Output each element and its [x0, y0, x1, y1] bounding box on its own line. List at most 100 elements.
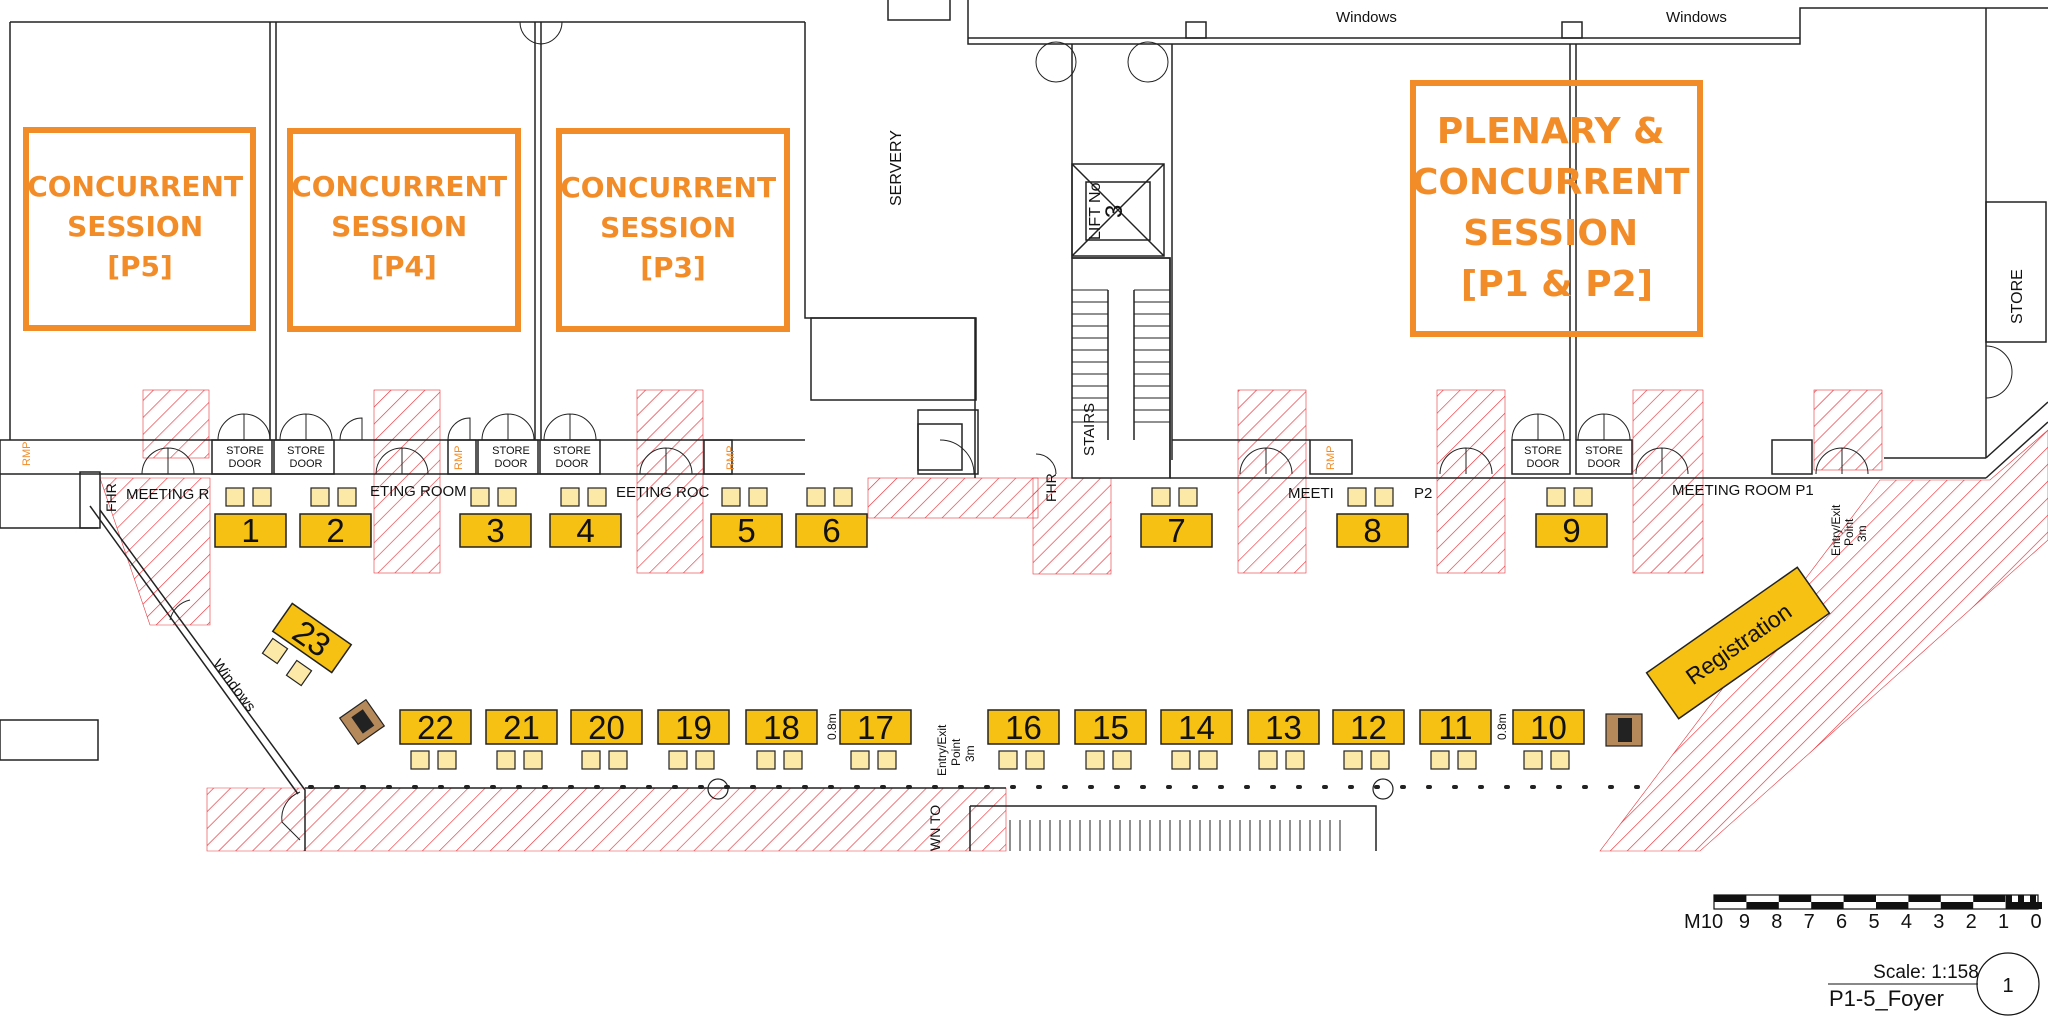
fhr-label-1: FHR — [103, 483, 119, 512]
walls — [0, 0, 2048, 851]
room-p5-line2: SESSION — [67, 210, 203, 243]
booth-number: 13 — [1265, 709, 1302, 746]
entry-exit-right: Entry/Exit Point 3m — [1829, 501, 1869, 556]
booth-chair — [497, 487, 517, 507]
meeting-room-p1-label: MEETING ROOM P1 — [1672, 482, 1814, 499]
store-label: STORE — [2009, 269, 2026, 324]
room-p3-line2: SESSION — [600, 211, 736, 244]
store-door-3a: STORE — [492, 445, 530, 457]
store-door-5b: DOOR — [1527, 458, 1560, 470]
booth-chair — [1171, 750, 1191, 770]
fhr-label-2: FHR — [1043, 473, 1059, 502]
booth-chair — [1198, 750, 1218, 770]
store-door-4a: STORE — [553, 445, 591, 457]
scale-tick-label: 5 — [1868, 911, 1879, 933]
booth-chair — [1430, 750, 1450, 770]
rmp-label-4: RMP — [1325, 446, 1337, 470]
booth-13: 13 — [1247, 709, 1320, 770]
room-p12-line1: PLENARY & — [1437, 111, 1665, 152]
scale-tick-label: 3 — [1933, 911, 1944, 933]
booth-chair — [1347, 487, 1367, 507]
entry-exit-mid: Entry/Exit Point 3m — [935, 721, 977, 776]
scale-tick-label: 1 — [1998, 911, 2009, 933]
servery-label: SERVERY — [888, 130, 905, 206]
booth-chair — [337, 487, 357, 507]
booth-number: 5 — [737, 512, 755, 549]
store-door-1a: STORE — [226, 445, 264, 457]
scale-tick-label: 2 — [1966, 911, 1977, 933]
room-p5-line1: CONCURRENT — [27, 170, 243, 203]
scale-ratio: Scale: 1:158 — [1873, 962, 1979, 983]
booth-10: 10 — [1512, 709, 1585, 770]
booth-15: 15 — [1074, 709, 1147, 770]
booth-chair — [1085, 750, 1105, 770]
store-door-6a: STORE — [1585, 445, 1623, 457]
booth-chair — [225, 487, 245, 507]
booth-number: 18 — [763, 709, 800, 746]
session-room-frames — [23, 80, 1703, 337]
rmp-label-3: RMP — [725, 446, 737, 470]
room-p4-line2: SESSION — [331, 210, 467, 243]
booth-chair — [998, 750, 1018, 770]
meeting-room-p2-label: MEETI — [1288, 485, 1334, 502]
sheet-name: P1-5_Foyer — [1829, 986, 1944, 1011]
booth-23: 23 — [261, 602, 353, 687]
booth-6: 6 — [795, 487, 868, 549]
store-door-2b: DOOR — [290, 458, 323, 470]
meeting-room-label-3: EETING ROC — [616, 484, 710, 501]
room-p4-line1: CONCURRENT — [291, 170, 507, 203]
booth-number: 4 — [576, 512, 594, 549]
scale-tick-label: 0 — [2030, 911, 2041, 933]
svg-text:CONCURRENT SESSION: CONCURRENT SESSION [P5] — [27, 170, 253, 283]
booth-chair — [1151, 487, 1171, 507]
booth-number: 11 — [1438, 709, 1472, 746]
booth-chair — [252, 487, 272, 507]
gap-label-2: 0.8m — [1495, 713, 1509, 740]
room-p4-line3: [P4] — [371, 250, 437, 283]
room-p12-line4: [P1 & P2] — [1461, 264, 1653, 305]
booth-number: 9 — [1562, 512, 1580, 549]
booth-5: 5 — [710, 487, 783, 549]
catering-station-right — [1605, 713, 1643, 747]
catering-station-left — [338, 698, 386, 746]
lift-number: 3 — [1101, 205, 1128, 218]
booth-chair — [783, 750, 803, 770]
gap-label-1: 0.8m — [825, 713, 839, 740]
booth-number: 15 — [1092, 709, 1129, 746]
booth-8: 8 — [1336, 487, 1409, 549]
room-p5-line3: [P5] — [107, 250, 173, 283]
booth-chair — [1025, 750, 1045, 770]
title-block: Scale: 1:158 P1-5_Foyer 1 — [1828, 952, 2040, 1016]
booth-chair — [1178, 487, 1198, 507]
svg-text:CONCURRENT SESSION: CONCURRENT SESSION [P4] — [291, 170, 517, 283]
booth-chair — [1523, 750, 1543, 770]
booth-chair — [581, 750, 601, 770]
scale-tick-label: 10 — [1701, 911, 1723, 933]
rmp-label-2: RMP — [453, 446, 465, 470]
lift-label: LIFT No — [1087, 182, 1104, 240]
booth-chair — [748, 487, 768, 507]
scale-tick-label: 8 — [1771, 911, 1782, 933]
booth-chair — [721, 487, 741, 507]
booth-chair — [1546, 487, 1566, 507]
room-p3-line1: CONCURRENT — [560, 171, 776, 204]
drawing-number: 1 — [2002, 975, 2013, 997]
booth-number: 3 — [486, 512, 504, 549]
booth-number: 14 — [1178, 709, 1215, 746]
meeting-room-label-2: ETING ROOM — [370, 483, 467, 500]
svg-text:CONCURRENT SESSION: CONCURRENT SESSION [P3] — [560, 171, 786, 284]
booth-1: 1 — [214, 487, 287, 549]
booth-chair — [850, 750, 870, 770]
booth-number: 22 — [417, 709, 454, 746]
booth-7: 7 — [1140, 487, 1213, 549]
booth-number: 10 — [1530, 709, 1567, 746]
booth-number: 12 — [1350, 709, 1387, 746]
scale-tick-label: 9 — [1739, 911, 1750, 933]
booth-chair — [1573, 487, 1593, 507]
booth-chair — [410, 750, 430, 770]
scale-unit: M — [1684, 911, 1701, 933]
booth-chair — [833, 487, 853, 507]
windows-label-1: Windows — [1336, 9, 1397, 26]
